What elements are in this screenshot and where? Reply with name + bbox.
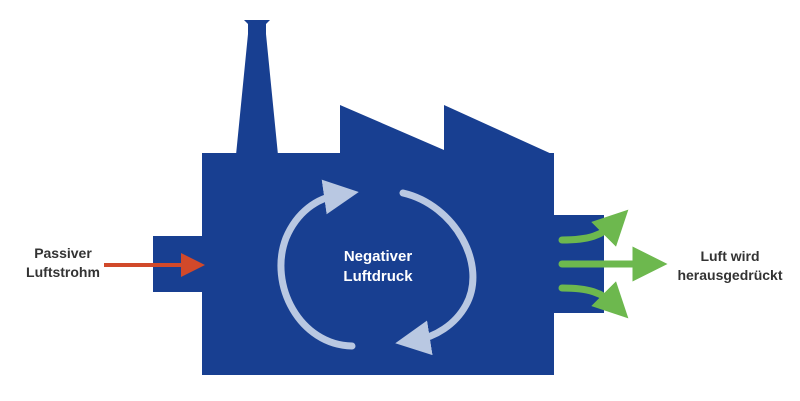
- green-arrows-icon: [558, 209, 668, 319]
- label-pushed-line-1: Luft wird: [700, 248, 760, 264]
- label-negative-line-2: Luftdruck: [343, 268, 413, 285]
- label-negative-line-1: Negativer: [343, 248, 413, 265]
- label-passive-line-2: Luftstrohm: [26, 264, 100, 280]
- label-passive-line-1: Passiver: [34, 245, 92, 261]
- circular-arrows-icon: [277, 179, 477, 356]
- factory-chimney: [236, 20, 278, 155]
- label-negative-pressure: Negativer Luftdruck: [318, 247, 438, 287]
- circulation-arrow-left: [277, 179, 359, 350]
- circulation-arrow-right: [395, 189, 477, 356]
- outflow-arrow-lower: [558, 281, 629, 319]
- label-passive-airflow: Passiver Luftstrohm: [8, 244, 118, 282]
- factory-body: [202, 153, 554, 375]
- outflow-arrow-upper: [558, 209, 629, 247]
- label-air-pushed-out: Luft wird herausgedrückt: [660, 247, 800, 285]
- label-pushed-line-2: herausgedrückt: [677, 267, 783, 283]
- factory-icon: [153, 20, 604, 375]
